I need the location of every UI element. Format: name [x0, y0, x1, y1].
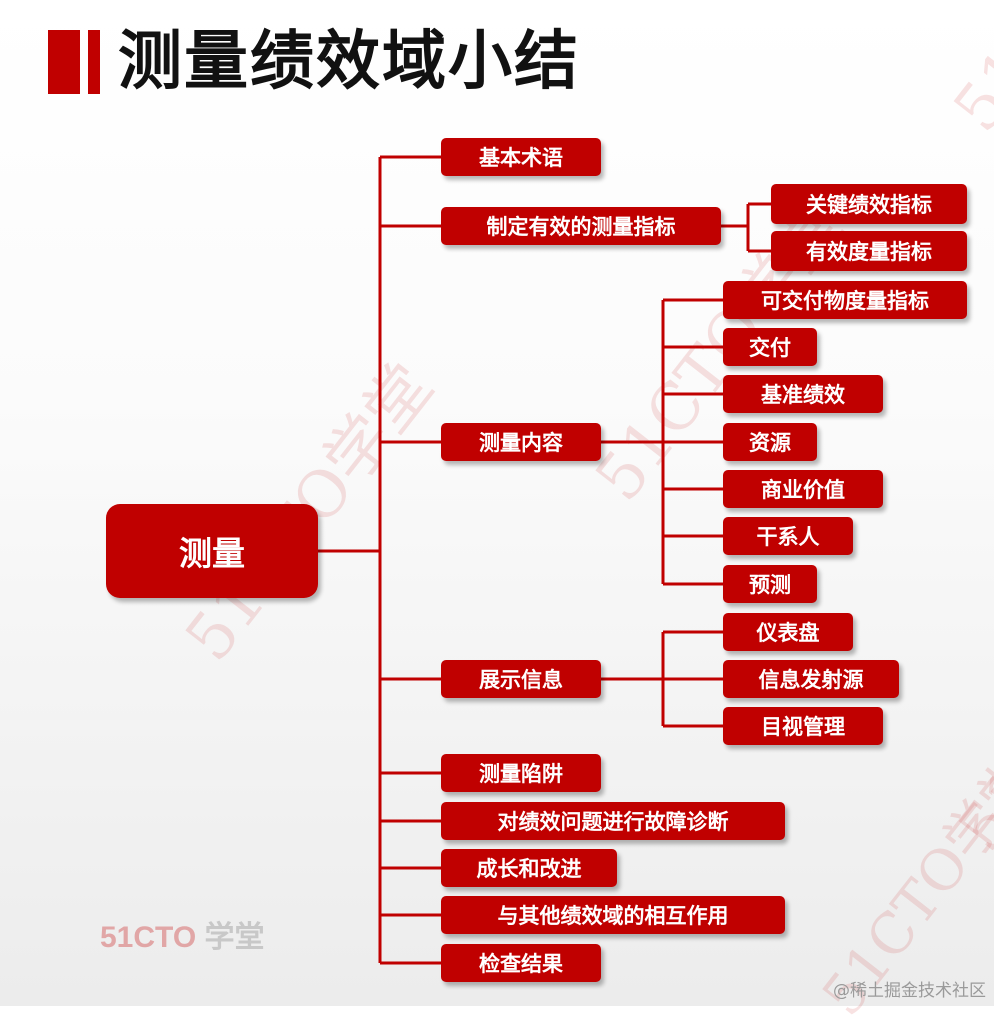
leaf-node: 预测 [723, 565, 817, 603]
leaf-node: 仪表盘 [723, 613, 853, 651]
connector-lines [318, 155, 771, 965]
leaf-node: 关键绩效指标 [771, 184, 967, 224]
leaf-node: 基准绩效 [723, 375, 883, 413]
leaf-node: 目视管理 [723, 707, 883, 745]
leaf-node: 交付 [723, 328, 817, 366]
leaf-node: 信息发射源 [723, 660, 899, 698]
leaf-node: 干系人 [723, 517, 853, 555]
branch-node: 对绩效问题进行故障诊断 [441, 802, 785, 840]
branch-node: 成长和改进 [441, 849, 617, 887]
branch-node: 基本术语 [441, 138, 601, 176]
leaf-node: 可交付物度量指标 [723, 281, 967, 319]
branch-node: 检查结果 [441, 944, 601, 982]
title-accent-bar-thin [88, 30, 100, 94]
branch-node: 测量内容 [441, 423, 601, 461]
page-title: 测量绩效域小结 [118, 25, 580, 99]
source-credit: @稀土掘金技术社区 [833, 981, 986, 1001]
title-accent-bar [48, 30, 80, 94]
branch-node: 与其他绩效域的相互作用 [441, 896, 785, 934]
branch-node: 测量陷阱 [441, 754, 601, 792]
leaf-node: 资源 [723, 423, 817, 461]
branch-node: 展示信息 [441, 660, 601, 698]
branch-node: 制定有效的测量指标 [441, 207, 721, 245]
root-node: 测量 [106, 504, 318, 598]
leaf-node: 有效度量指标 [771, 231, 967, 271]
brand-logo: 51CTO 学堂 [100, 921, 265, 954]
leaf-node: 商业价值 [723, 470, 883, 508]
